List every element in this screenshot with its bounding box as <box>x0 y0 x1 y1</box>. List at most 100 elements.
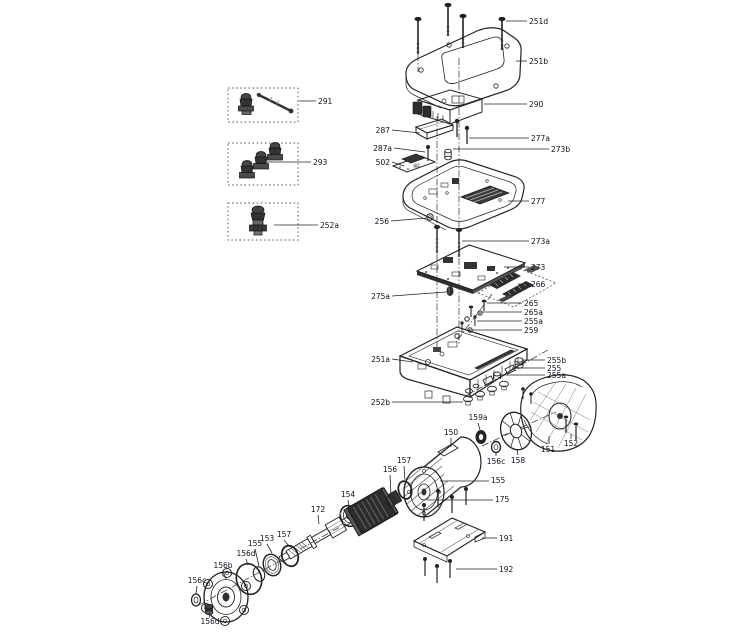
part-label: 159a <box>469 413 488 422</box>
part-label: 291 <box>318 97 333 106</box>
fan-158 <box>499 411 533 451</box>
leader-line <box>283 539 290 547</box>
part-label: 293 <box>313 158 328 167</box>
part-label: 259 <box>524 326 539 335</box>
ring-156c-front <box>190 593 202 607</box>
part-label: 273b <box>551 145 570 154</box>
leader-line <box>516 449 519 456</box>
leader-line <box>477 422 481 431</box>
fan-cover-151 <box>520 374 597 452</box>
cable-gland <box>239 160 255 179</box>
cover-277 <box>402 159 525 231</box>
leader-line <box>391 129 421 134</box>
part-label: 275a <box>371 292 390 301</box>
part-label: 255a <box>524 317 543 326</box>
part-label: 287a <box>373 144 392 153</box>
leader-line <box>195 585 198 595</box>
part-label: 155 <box>248 539 263 548</box>
part-label: 156d <box>236 549 255 558</box>
pcb-273 <box>415 244 527 294</box>
part-label: 265 <box>524 299 539 308</box>
part-label: 158 <box>511 456 526 465</box>
ring-156c <box>490 440 502 454</box>
screws-277a <box>454 118 470 144</box>
part-label: 156b <box>213 561 232 570</box>
kit-box-293 <box>227 142 299 186</box>
part-label: 157 <box>397 456 412 465</box>
part-label: 154 <box>341 490 356 499</box>
part-label: 156c <box>188 576 206 585</box>
fasteners-265-259 <box>454 299 487 339</box>
module-290 <box>412 89 484 125</box>
screws-155-175 <box>422 487 468 521</box>
part-label: 192 <box>499 565 514 574</box>
leader-line <box>403 465 406 481</box>
part-275a <box>446 286 454 296</box>
leader-line <box>391 161 405 167</box>
part-label: 255 <box>547 364 562 373</box>
bracket-191 <box>412 517 487 563</box>
screws-192 <box>423 557 452 583</box>
part-label: 156d <box>200 617 219 626</box>
bracket-287 <box>414 118 455 140</box>
part-label: 152 <box>564 439 579 448</box>
part-label: 273 <box>531 263 546 272</box>
grommet-256 <box>426 213 434 221</box>
part-label: 502 <box>376 158 391 167</box>
part-label: 251d <box>529 17 548 26</box>
o-ring-156d <box>235 562 263 596</box>
part-label: 255a <box>547 371 566 380</box>
part-label: 156 <box>383 465 398 474</box>
part-label: 156c <box>487 457 505 466</box>
part-label: 256 <box>375 217 390 226</box>
screws-152 <box>563 415 579 440</box>
part-label: 251b <box>529 57 548 66</box>
o-ring-157 <box>397 480 413 500</box>
part-label: 151 <box>541 445 556 454</box>
leader-line <box>391 291 447 297</box>
cable-gland <box>267 142 283 161</box>
kit-box-291 <box>227 87 299 123</box>
leader-line <box>389 474 392 496</box>
connector-kit-266 <box>477 265 557 308</box>
part-label: 273a <box>531 237 550 246</box>
leader-line <box>245 558 249 566</box>
part-label: 277a <box>531 134 550 143</box>
leader-line <box>317 514 320 525</box>
part-label: 290 <box>529 100 544 109</box>
leader-line <box>208 613 211 619</box>
seal-153 <box>262 553 282 577</box>
part-labels: 251d251b290277a273b277273a273266265265a2… <box>188 17 579 626</box>
o-ring-157-front <box>280 544 300 568</box>
part-label: 175 <box>495 495 510 504</box>
grommets-252b <box>463 380 509 406</box>
leader-line <box>222 570 227 580</box>
part-label: 265a <box>524 308 543 317</box>
leader-line <box>266 543 273 554</box>
top-cover-251b <box>405 27 522 109</box>
leader-line <box>254 548 260 567</box>
part-label: 252a <box>320 221 339 230</box>
kit-box-252a <box>227 202 299 241</box>
part-label: 255b <box>547 356 566 365</box>
part-label: 153 <box>260 534 275 543</box>
leader-line <box>347 499 350 508</box>
cable-gland <box>253 151 269 170</box>
screws-273a <box>433 224 463 257</box>
part-label: 277 <box>531 197 546 206</box>
stator-150 <box>403 436 482 518</box>
terminal-box-251a <box>398 326 529 404</box>
part-label: 172 <box>311 505 326 514</box>
leader-line <box>393 147 426 153</box>
leader-line <box>391 358 414 363</box>
part-label: 157 <box>277 530 292 539</box>
part-label: 251a <box>371 355 390 364</box>
part-label: 252b <box>371 398 390 407</box>
spacer-273b <box>444 148 452 161</box>
bearing-159a <box>475 430 487 444</box>
screws-251d <box>414 2 506 54</box>
washer-156 <box>386 494 396 508</box>
part-label: 155 <box>491 476 506 485</box>
